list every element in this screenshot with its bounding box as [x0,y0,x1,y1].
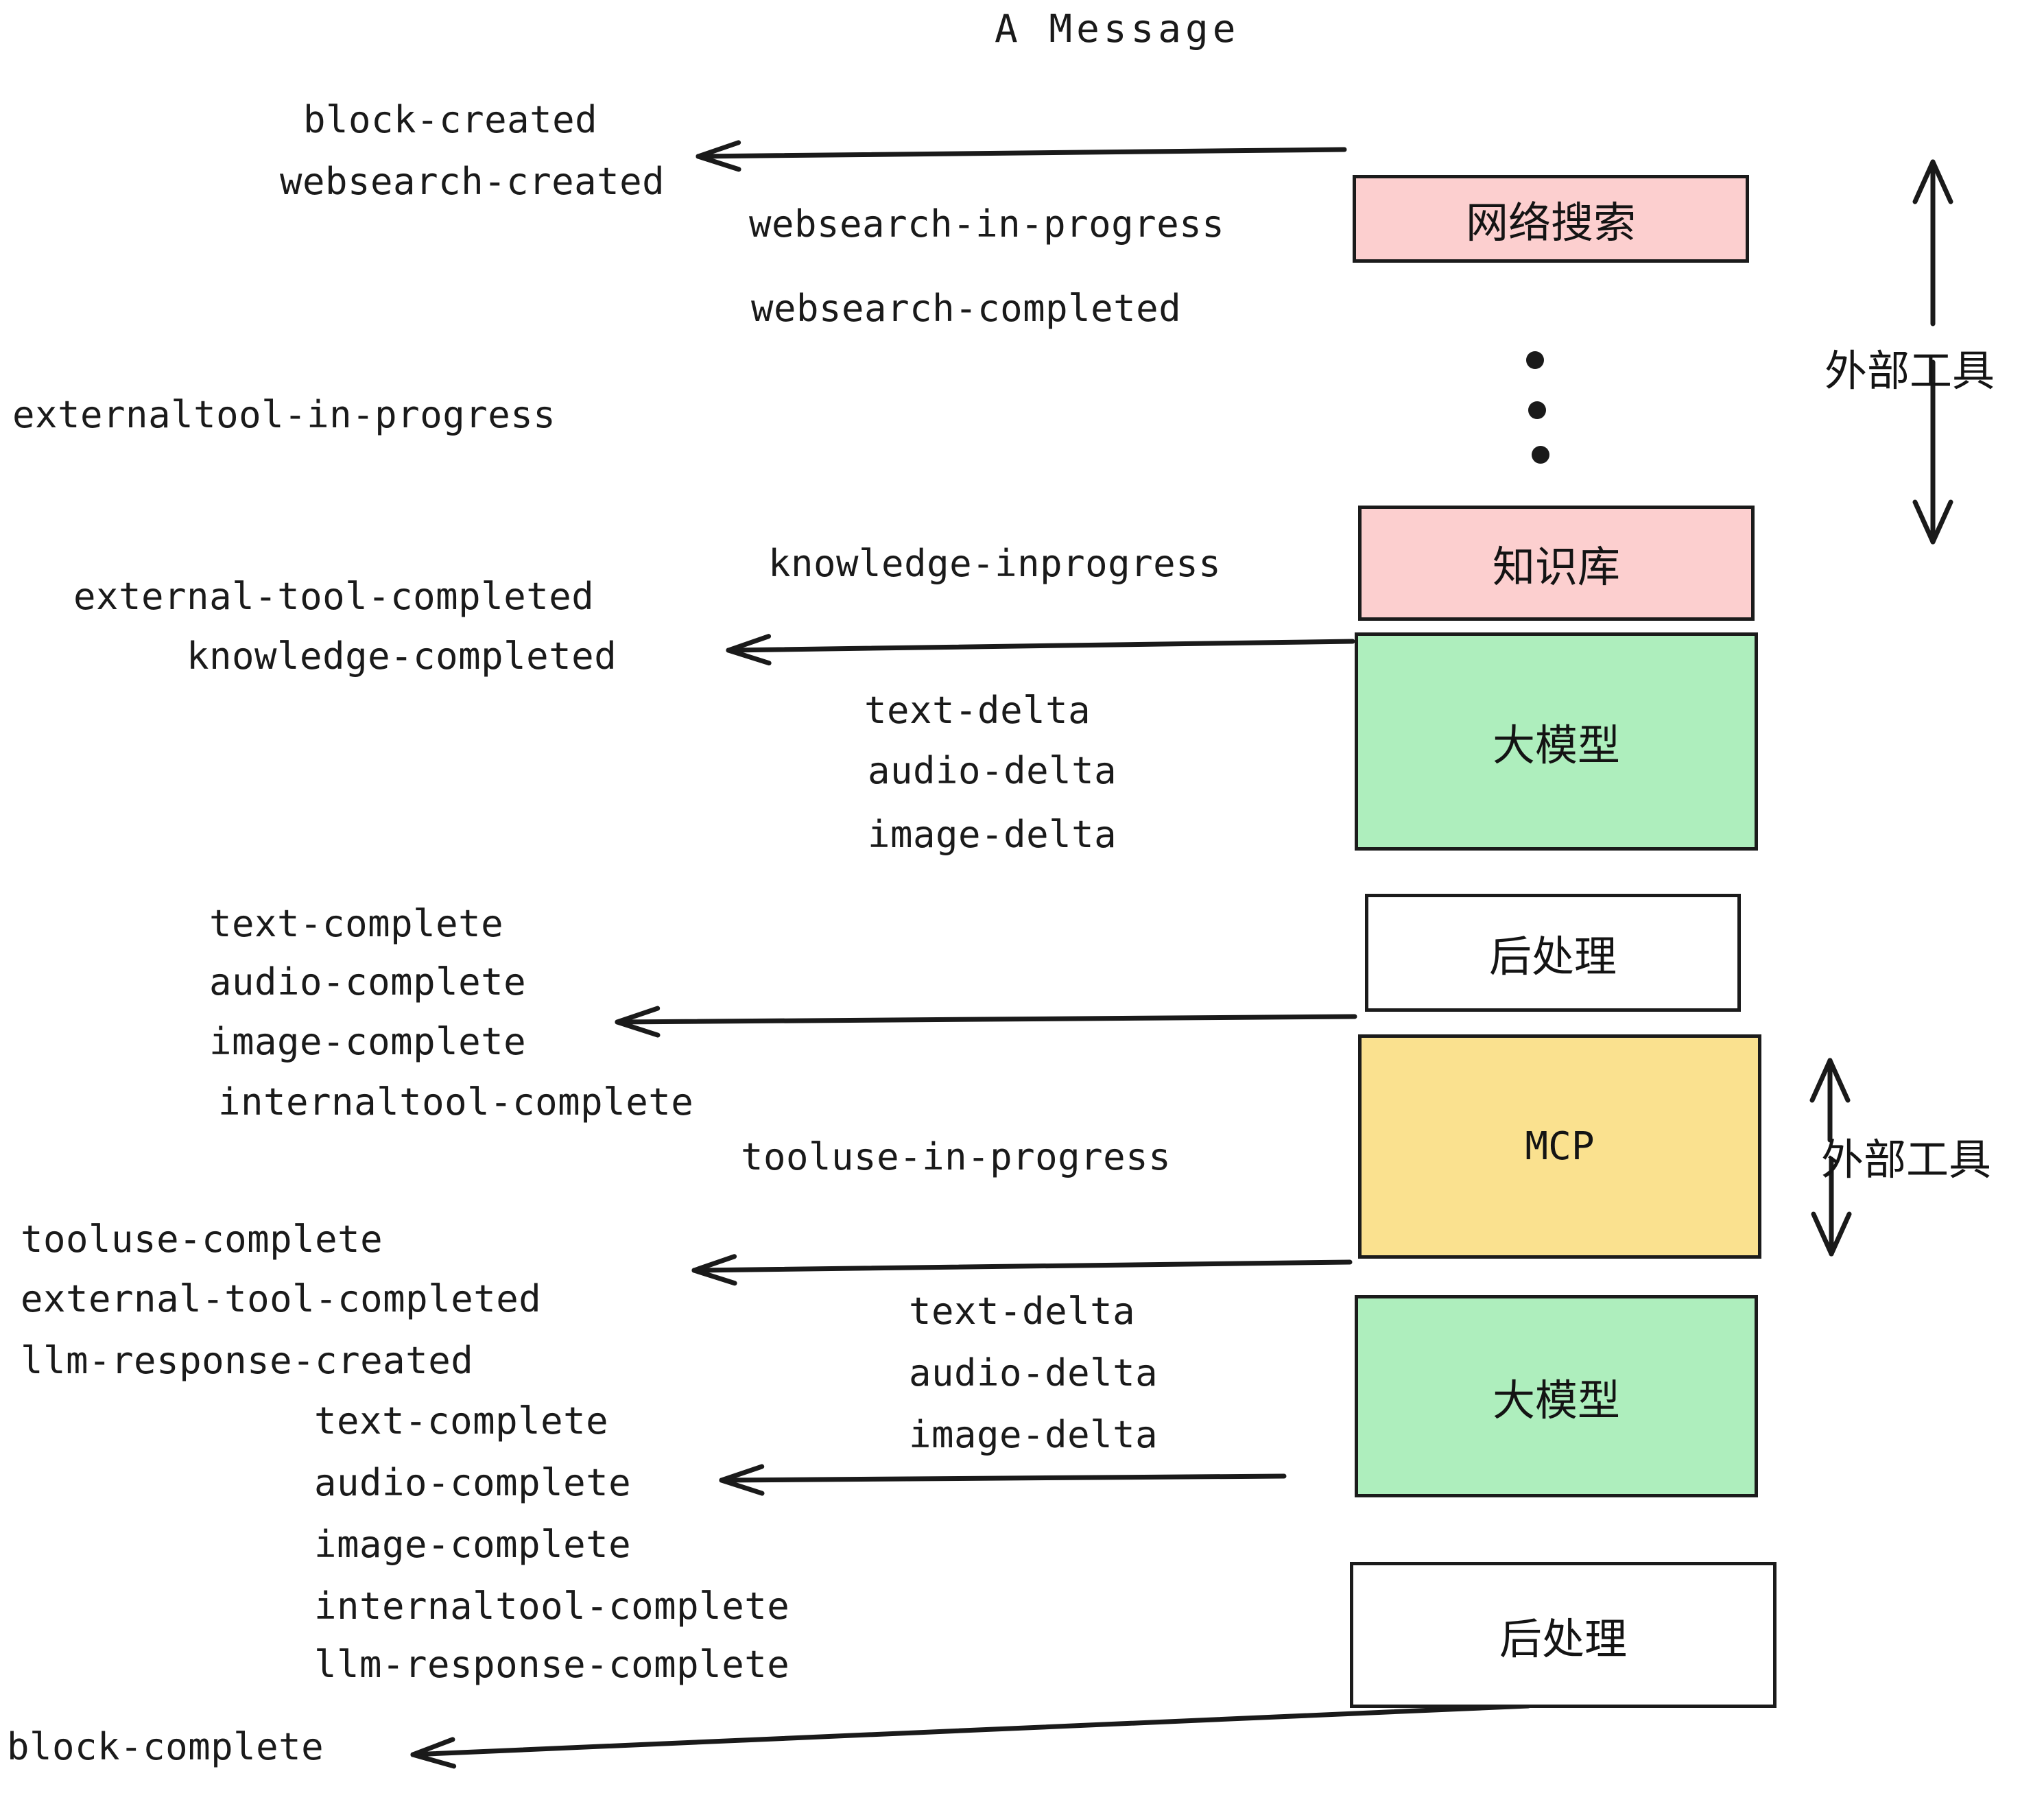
label-external-tool-bottom: 外部工具 [1821,1135,1992,1185]
event-image-complete-1: image-complete [209,1020,527,1063]
event-knowledge-completed: knowledge-completed [187,634,617,678]
box-websearch: 网络搜索 [1353,175,1749,263]
external-tool-arrow-up-1 [1912,159,1953,327]
event-block-created: block-created [303,98,598,141]
event-audio-delta-2: audio-delta [909,1351,1158,1394]
event-websearch-created: websearch-created [280,160,665,203]
external-tool-arrow-up-2 [1809,1058,1851,1143]
event-externaltool-in-progress: externaltool-in-progress [12,393,556,436]
box-llm-1: 大模型 [1355,632,1758,851]
event-llm-response-complete: llm-response-complete [314,1643,790,1686]
external-tool-arrow-down-1 [1912,359,1953,545]
event-internaltool-complete-1: internaltool-complete [218,1080,694,1124]
event-audio-complete-1: audio-complete [209,960,527,1004]
event-websearch-completed: websearch-completed [751,287,1182,330]
event-audio-delta-1: audio-delta [868,749,1117,792]
event-tooluse-complete: tooluse-complete [21,1218,383,1261]
arrow-knowledge-to-left [726,634,1355,666]
box-knowledge: 知识库 [1358,506,1755,621]
box-postprocess-1: 后处理 [1365,894,1741,1012]
event-audio-complete-2: audio-complete [314,1461,632,1504]
event-llm-response-created: llm-response-created [21,1339,474,1382]
event-tooluse-in-progress: tooluse-in-progress [741,1135,1172,1178]
external-tool-arrow-down-2 [1811,1156,1852,1257]
arrow-llm2-to-left [719,1464,1287,1496]
label-external-tool-top: 外部工具 [1825,346,1995,396]
event-internaltool-complete-2: internaltool-complete [314,1585,790,1628]
event-external-tool-completed-2: external-tool-completed [21,1277,542,1320]
arrow-postprocess2-to-block [410,1703,1531,1769]
event-text-complete-1: text-complete [209,902,504,945]
ellipsis-dot-1 [1526,351,1544,369]
event-text-delta-1: text-delta [864,689,1091,732]
event-websearch-in-progress: websearch-in-progress [749,202,1225,246]
event-external-tool-completed-1: external-tool-completed [73,575,595,618]
box-llm-2: 大模型 [1355,1295,1758,1497]
event-block-complete: block-complete [7,1725,324,1768]
box-mcp: MCP [1358,1034,1761,1259]
event-image-delta-2: image-delta [909,1413,1158,1456]
arrow-postprocess1-to-left [615,1006,1357,1038]
arrow-websearch-to-block [696,140,1347,172]
event-image-complete-2: image-complete [314,1523,632,1566]
ellipsis-dot-2 [1528,401,1546,419]
event-text-complete-2: text-complete [314,1399,609,1443]
event-knowledge-inprogress: knowledge-inprogress [768,542,1222,585]
page-title: A Message [995,7,1240,51]
box-postprocess-2: 后处理 [1350,1562,1776,1708]
event-text-delta-2: text-delta [909,1290,1136,1333]
ellipsis-dot-3 [1532,446,1549,464]
arrow-mcp-to-left [691,1254,1353,1286]
event-image-delta-1: image-delta [868,813,1117,856]
